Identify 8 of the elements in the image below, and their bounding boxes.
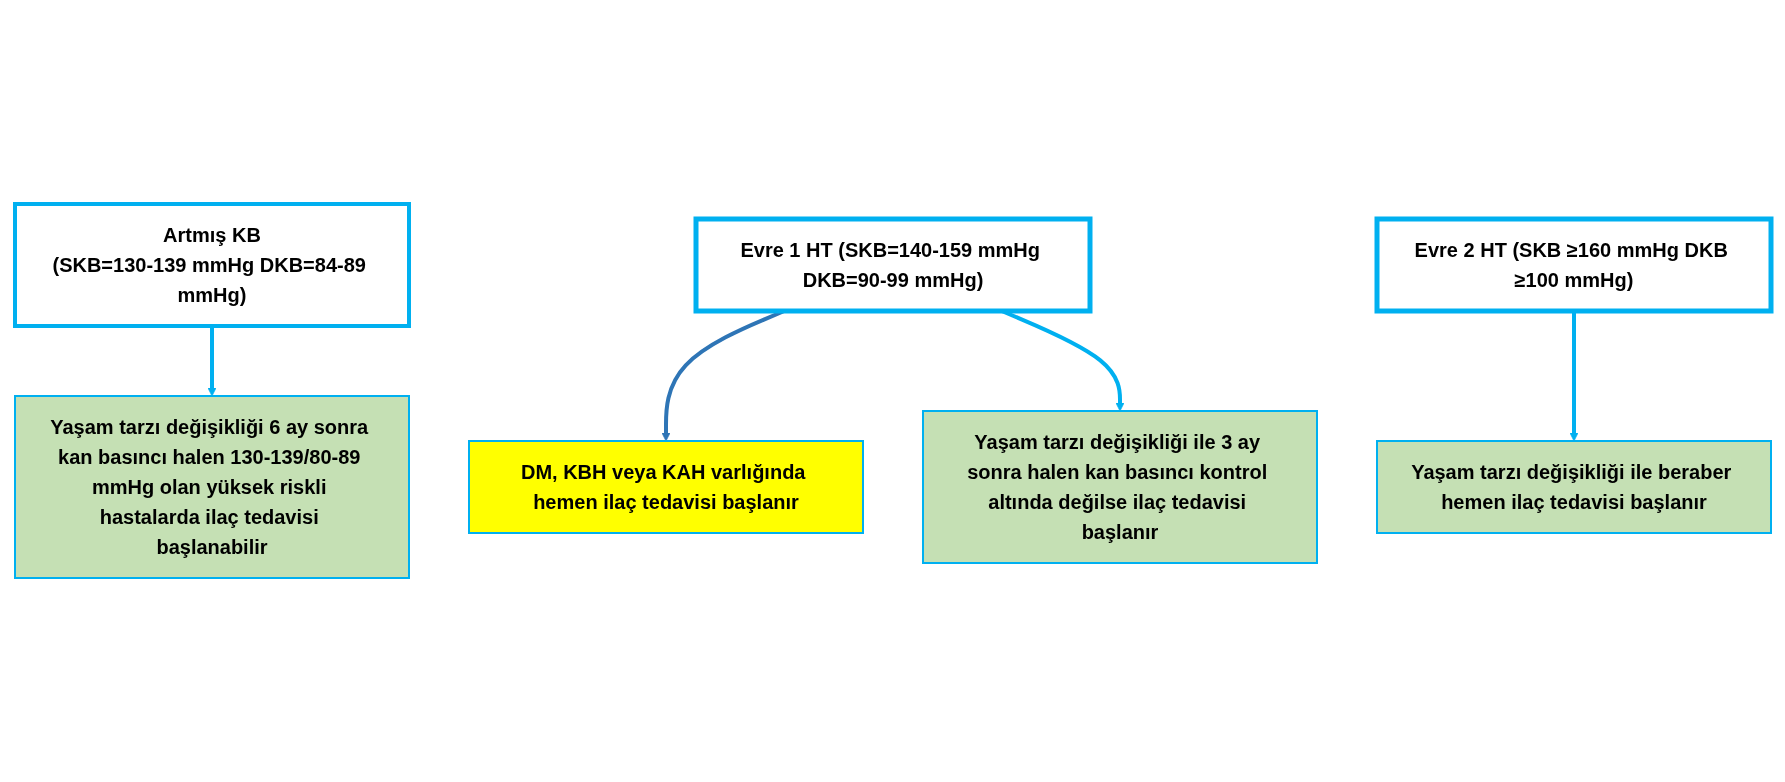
node-box: Yaşam tarzı değişikliği ile 3 ay sonra halen kan basıncı kontrol altında değilse ilaç tedavisi başlanır	[921, 410, 1318, 564]
arrow	[207, 326, 216, 397]
node-box: Yaşam tarzı değişikliği ile beraber hemen ilaç tedavisi başlanır	[1375, 440, 1772, 534]
node-box: Yaşam tarzı değişikliği 6 ay sonra kan basıncı halen 130-139/80-89 mmHg olan yüksek riskli hastalarda ilaç tedavisi başlanabilir	[13, 395, 410, 579]
node-box: DM, KBH veya KAH varlığında hemen ilaç tedavisi başlanır	[467, 440, 864, 534]
node-box: Artmış KB (SKB=130-139 mmHg DKB=84-89 mmHg)	[12, 202, 411, 328]
node-box: Evre 2 HT (SKB ≥160 mmHg DKB ≥100 mmHg)	[1374, 216, 1773, 314]
node-box: Evre 1 HT (SKB=140-159 mmHg DKB=90-99 mmHg)	[693, 216, 1092, 314]
